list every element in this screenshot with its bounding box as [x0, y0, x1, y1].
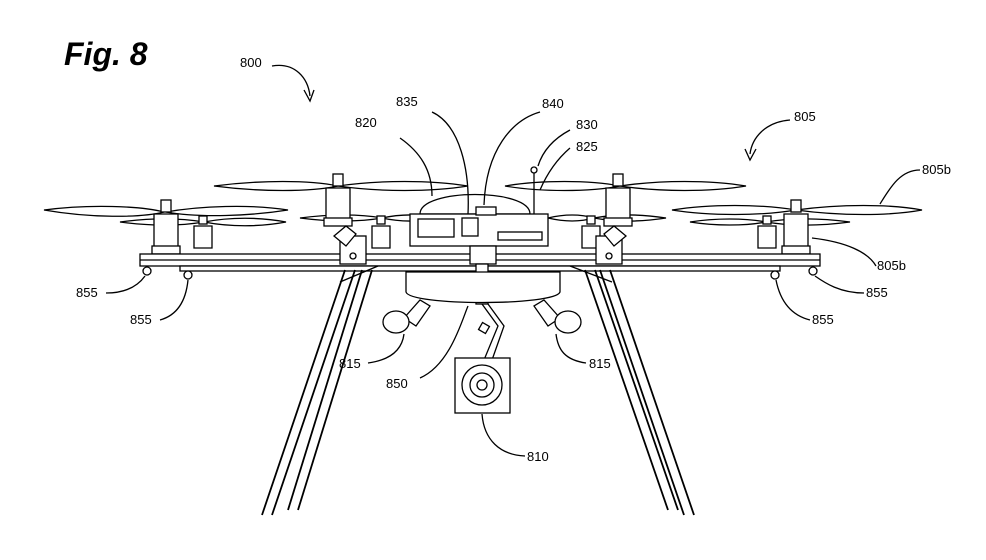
label-810: 810	[527, 449, 549, 464]
label-805b-mid: 805b	[877, 258, 906, 273]
label-825: 825	[576, 139, 598, 154]
antenna	[530, 166, 538, 214]
landing-legs	[261, 265, 695, 516]
label-835: 835	[396, 94, 418, 109]
figure-title: Fig. 8	[64, 36, 148, 72]
label-815-left: 815	[339, 356, 361, 371]
camera-assembly	[454, 303, 511, 414]
label-800: 800	[240, 55, 262, 70]
label-805b-top: 805b	[922, 162, 951, 177]
frame	[139, 225, 821, 305]
central-dome	[419, 193, 531, 215]
label-805: 805	[794, 109, 816, 124]
label-840: 840	[542, 96, 564, 111]
gimbal-body	[405, 271, 561, 304]
label-855-a: 855	[76, 285, 98, 300]
leader-lines	[105, 64, 921, 457]
landing-pads	[142, 266, 818, 280]
label-815-right: 815	[589, 356, 611, 371]
label-855-b: 855	[130, 312, 152, 327]
lights	[382, 299, 582, 334]
label-830: 830	[576, 117, 598, 132]
label-855-c: 855	[866, 285, 888, 300]
label-855-d: 855	[812, 312, 834, 327]
motors	[151, 173, 811, 255]
reference-labels: 800 805 805b 805b 810 815 815 820 825 83…	[76, 55, 951, 464]
label-850: 850	[386, 376, 408, 391]
label-820: 820	[355, 115, 377, 130]
electronics-housing	[409, 206, 549, 247]
